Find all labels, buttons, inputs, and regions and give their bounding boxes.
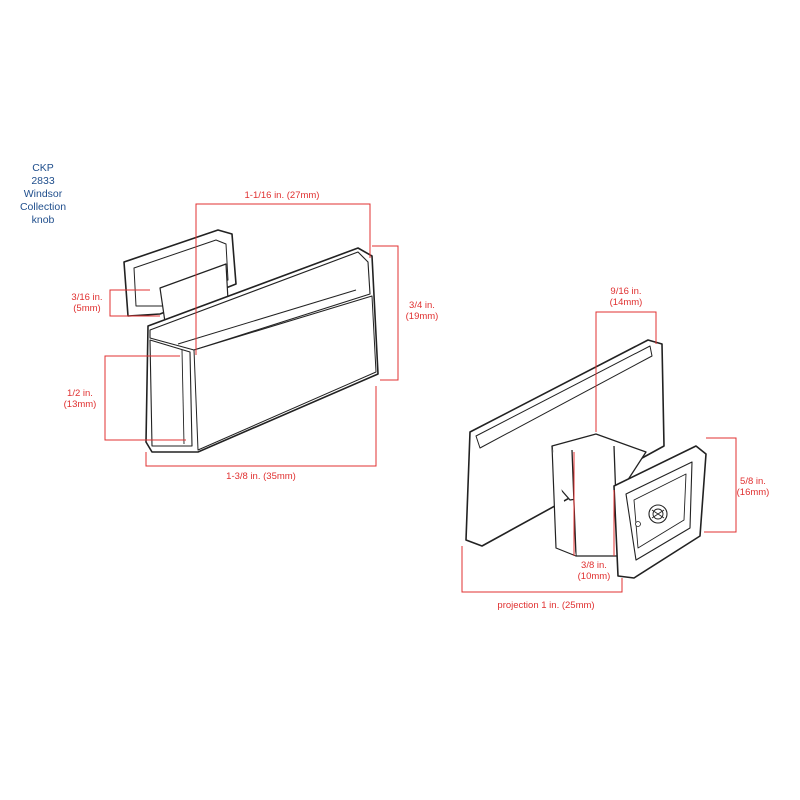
front-view-dimension-lines (104, 203, 399, 467)
front-depth-line2: (13mm) (63, 399, 97, 410)
side-projection-label: projection 1 in. (25mm) (497, 600, 595, 611)
side-height-line2: (16mm) (736, 487, 770, 498)
side-view-dimension-lines (461, 311, 737, 593)
front-height-label: 3/4 in. (19mm) (396, 300, 448, 322)
side-view-knob-drawing (465, 339, 707, 579)
title-line-1: CKP (32, 162, 54, 174)
front-depth-label: 1/2 in. (13mm) (54, 388, 106, 410)
side-stem-line1: 3/8 in. (581, 560, 607, 571)
side-top-line1: 9/16 in. (610, 286, 642, 297)
side-top-label: 9/16 in. (14mm) (598, 286, 654, 308)
title-line-3: Windsor (23, 188, 63, 200)
front-offset-line1: 3/16 in. (71, 292, 103, 303)
front-width-bottom-label: 1-3/8 in. (35mm) (226, 471, 296, 482)
side-stem-label: 3/8 in. (10mm) (566, 560, 622, 582)
front-offset-label: 3/16 in. (5mm) (62, 292, 112, 314)
front-depth-line1: 1/2 in. (67, 388, 93, 399)
title-line-4: Collection (19, 201, 67, 213)
front-view-knob-drawing (123, 229, 379, 453)
front-height-line1: 3/4 in. (409, 300, 435, 311)
side-stem-line2: (10mm) (577, 571, 611, 582)
side-height-line1: 5/8 in. (740, 476, 766, 487)
front-width-top-label: 1-1/16 in. (27mm) (244, 190, 320, 201)
product-title: CKP 2833 Windsor Collection knob (8, 162, 78, 227)
front-height-line2: (19mm) (405, 311, 439, 322)
side-top-line2: (14mm) (609, 297, 643, 308)
front-offset-line2: (5mm) (73, 303, 101, 314)
side-height-label: 5/8 in. (16mm) (728, 476, 778, 498)
title-line-2: 2833 (31, 175, 55, 187)
title-line-5: knob (31, 214, 55, 226)
